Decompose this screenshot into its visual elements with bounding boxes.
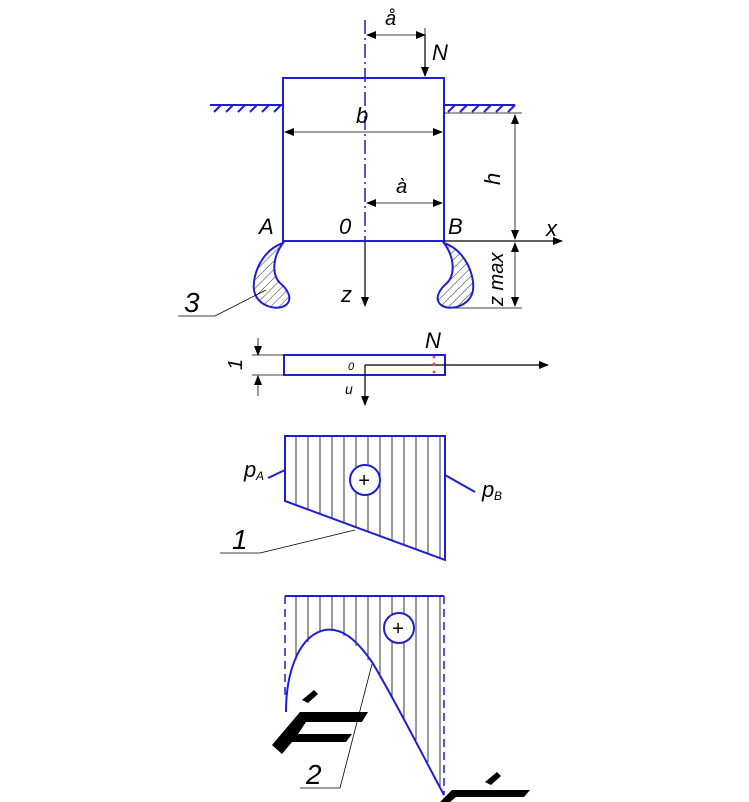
label-pB-sub: B <box>494 489 502 503</box>
label-z: z <box>340 282 352 307</box>
label-zmax: z max <box>486 252 508 307</box>
label-N-bar: N <box>425 328 441 353</box>
curve-2 <box>285 628 445 796</box>
plastic-zone-left <box>252 241 291 309</box>
label-e-mid: à <box>396 176 407 198</box>
label-B: B <box>448 214 463 239</box>
plus-circle-2 <box>383 612 415 644</box>
pA-leader <box>267 469 286 479</box>
pressure-diagram-1: + <box>284 435 446 562</box>
label-3: 3 <box>184 287 200 318</box>
label-pA-sub: A <box>255 469 264 483</box>
label-plus-1: + <box>358 470 370 492</box>
foundation-block <box>210 20 516 244</box>
label-A: A <box>257 214 274 239</box>
label-N-top: N <box>432 40 448 65</box>
label-2: 2 <box>305 759 322 790</box>
pB-leader <box>444 474 476 493</box>
plastic-zone-right <box>436 241 475 309</box>
label-pA: p <box>243 457 256 482</box>
leader-2 <box>300 663 373 789</box>
leader-1 <box>220 529 356 554</box>
label-pB: p <box>481 477 494 502</box>
label-x: x <box>545 216 558 241</box>
label-plus-2: + <box>392 618 404 640</box>
label-zero-bar: 0 <box>348 361 355 373</box>
glyph-artifact-left <box>272 690 368 754</box>
ground-hatch-left <box>213 104 282 113</box>
strip-markers <box>432 355 436 374</box>
leader-3 <box>178 289 267 317</box>
label-one-side: 1 <box>225 359 247 370</box>
label-e-top: å <box>385 8 396 30</box>
label-zero: 0 <box>339 214 352 239</box>
pressure-diagram-2: + <box>284 595 445 796</box>
plus-circle-1 <box>349 464 381 496</box>
label-1: 1 <box>232 524 248 555</box>
label-u: u <box>345 381 353 397</box>
glyph-artifact-right <box>440 772 530 802</box>
ground-hatch-right <box>447 104 516 113</box>
pressure-polygon-1 <box>284 435 446 562</box>
label-b: b <box>356 103 368 128</box>
label-h: h <box>480 173 505 185</box>
